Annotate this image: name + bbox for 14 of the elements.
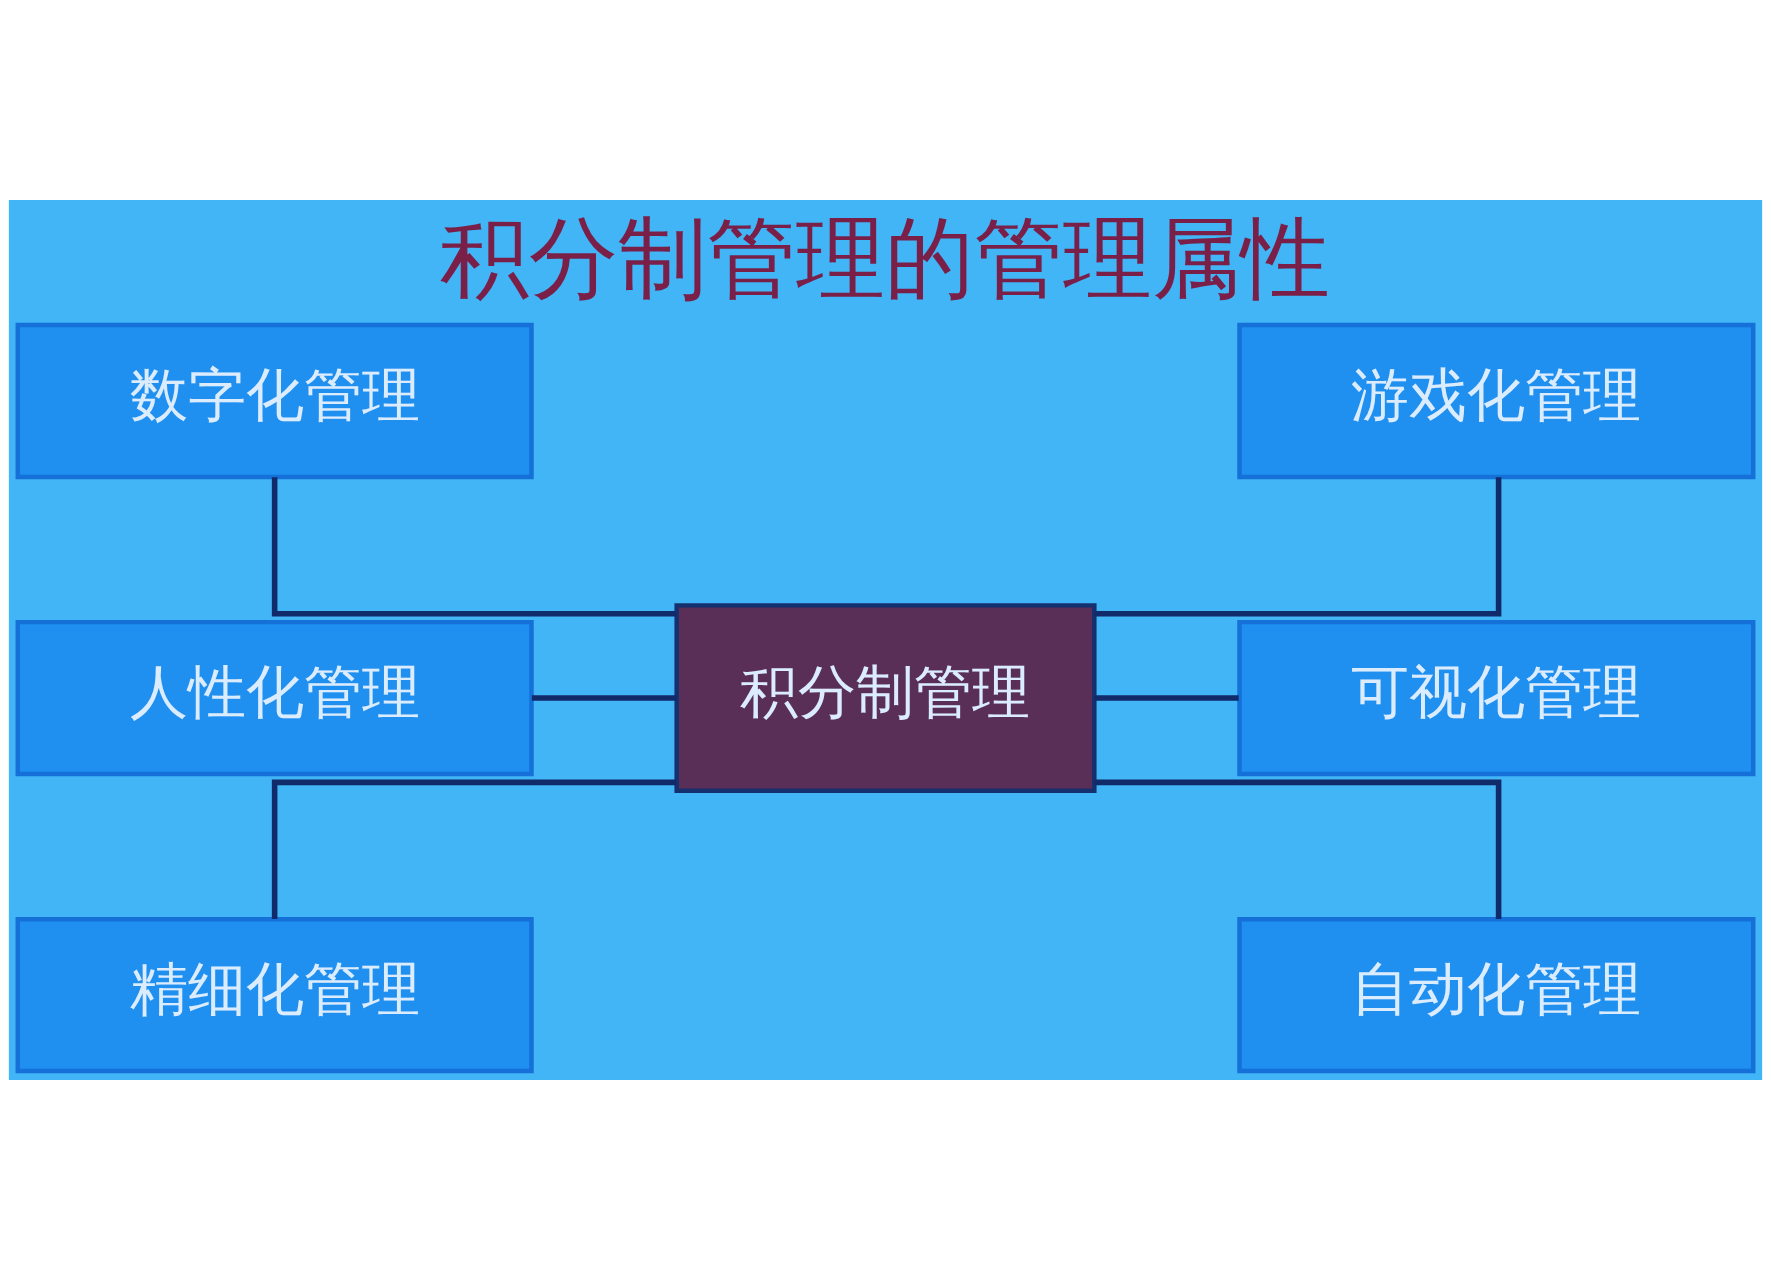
connector bbox=[271, 476, 677, 617]
node-box: 精细化管理 bbox=[15, 916, 534, 1073]
connector bbox=[271, 779, 677, 919]
node-box: 自动化管理 bbox=[1237, 916, 1756, 1073]
connector bbox=[1094, 694, 1239, 701]
node-box: 积分制管理 bbox=[674, 602, 1097, 793]
connector bbox=[1094, 779, 1502, 919]
connector bbox=[531, 694, 677, 701]
diagram-title: 积分制管理的管理属性 bbox=[440, 205, 1331, 310]
node-box: 游戏化管理 bbox=[1237, 322, 1756, 479]
connector bbox=[1094, 476, 1502, 617]
node-box: 可视化管理 bbox=[1237, 619, 1756, 776]
node-box: 人性化管理 bbox=[15, 619, 534, 776]
node-box: 数字化管理 bbox=[15, 322, 534, 479]
